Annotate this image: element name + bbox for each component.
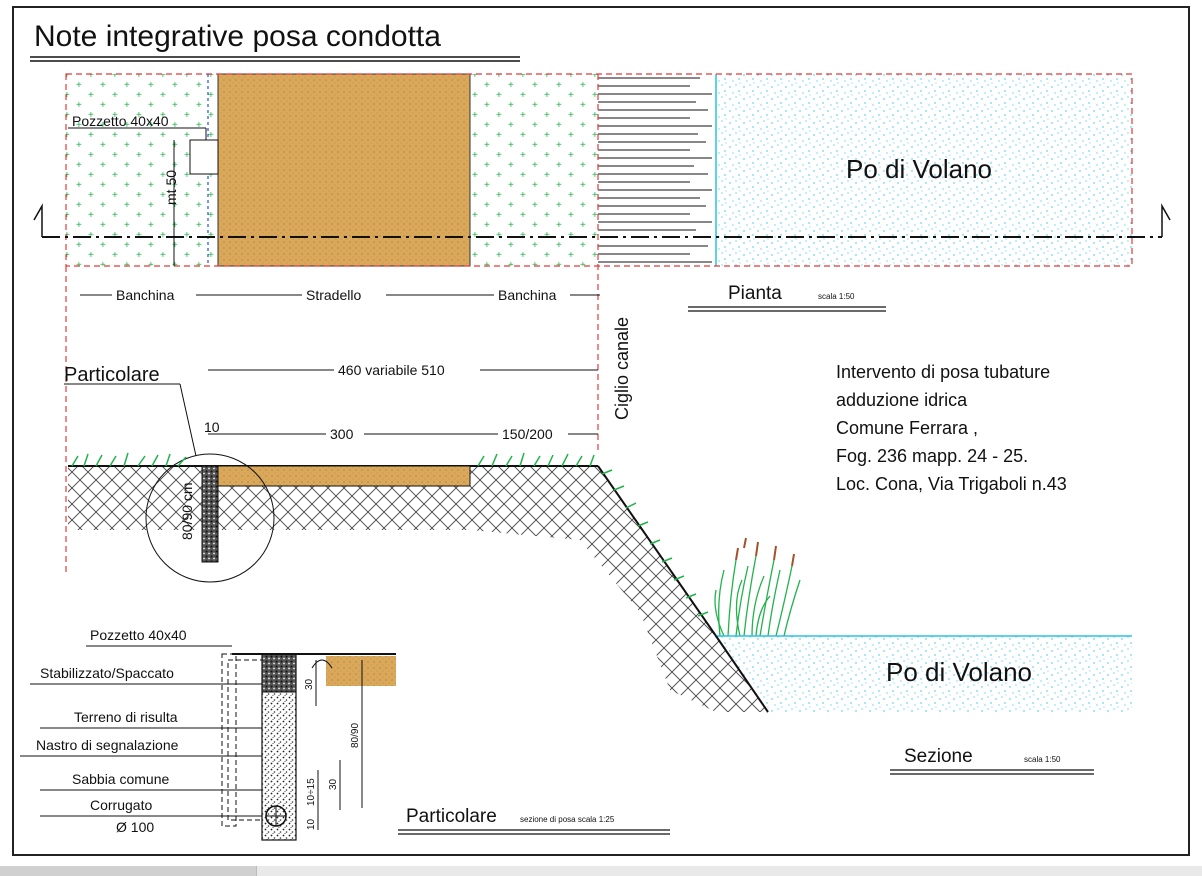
section-trench xyxy=(201,465,219,563)
depth-label: 80/90 cm xyxy=(179,482,195,540)
mt50-label: mt 50 xyxy=(163,170,179,205)
drawing-title: Note integrative posa condotta xyxy=(34,20,441,53)
detail-road-layer xyxy=(326,656,396,686)
plan-caption-scale: scala 1:50 xyxy=(818,292,855,301)
dim-10-label: 10 xyxy=(204,419,220,435)
detail-view: 30 80/90 30 10÷15 10 xyxy=(221,653,396,841)
particolare-leader xyxy=(179,383,197,457)
detail-terreno-label: Terreno di risulta xyxy=(74,709,178,725)
detail-diameter-label: Ø 100 xyxy=(116,819,154,835)
section-stradello xyxy=(217,465,471,487)
detail-labels: Pozzetto 40x40 Stabilizzato/Spaccato Ter… xyxy=(20,627,262,835)
detail-stabilizzato-label: Stabilizzato/Spaccato xyxy=(40,665,174,681)
note-line-2: adduzione idrica xyxy=(836,390,968,410)
section-caption: Sezione xyxy=(904,746,973,767)
drawing-frame xyxy=(12,6,1190,856)
bottom-strip xyxy=(0,866,1202,876)
section-river-label: Po di Volano xyxy=(886,657,1032,687)
detail-pozzetto-outline xyxy=(221,653,237,827)
section-river-area xyxy=(716,636,1132,712)
dim-150-200-label: 150/200 xyxy=(502,426,553,442)
note-line-4: Fog. 236 mapp. 24 - 25. xyxy=(836,446,1028,466)
dim-300-label: 300 xyxy=(330,426,354,442)
detail-caption-scale: sezione di posa scala 1:25 xyxy=(520,815,615,824)
section-caption-scale: scala 1:50 xyxy=(1024,755,1061,764)
detail-nastro-label: Nastro di segnalazione xyxy=(36,737,179,753)
bottom-strip-segment xyxy=(0,866,257,876)
detail-dim-10: 10 xyxy=(306,818,317,830)
section-bank-slope xyxy=(597,465,717,637)
detail-dim-80-90: 80/90 xyxy=(350,723,361,748)
detail-sabbia-label: Sabbia comune xyxy=(72,771,170,787)
particolare-label: Particolare xyxy=(64,364,160,386)
plan-pozzetto xyxy=(189,139,219,175)
detail-corrugato-label: Corrugato xyxy=(90,797,152,813)
banchina-right-label: Banchina xyxy=(498,287,557,303)
note-line-1: Intervento di posa tubature xyxy=(836,362,1050,382)
plan-view: Pozzetto 40x40 mt 50 Po di Volano xyxy=(33,73,1171,575)
plan-bank-hatching xyxy=(598,77,712,263)
plan-river-area xyxy=(716,74,1132,266)
section-grass xyxy=(71,452,709,617)
stradello-label: Stradello xyxy=(306,287,361,303)
detail-dim-30a: 30 xyxy=(304,678,315,690)
detail-pozzetto-label: Pozzetto 40x40 xyxy=(90,627,187,643)
detail-stabilizzato-layer xyxy=(261,653,297,693)
note-line-5: Loc. Cona, Via Trigaboli n.43 xyxy=(836,474,1067,494)
project-notes: Intervento di posa tubature adduzione id… xyxy=(836,362,1067,494)
section-soil xyxy=(68,466,768,712)
reeds xyxy=(714,555,801,637)
plan-river-label: Po di Volano xyxy=(846,154,992,184)
plan-caption: Pianta xyxy=(728,283,782,304)
plan-stradello xyxy=(217,73,471,267)
plan-boundary xyxy=(65,73,1133,267)
detail-dim-30b: 30 xyxy=(328,778,339,790)
banchina-left-label: Banchina xyxy=(116,287,175,303)
section-arrow-right xyxy=(1161,203,1171,237)
particolare-circle xyxy=(145,453,275,583)
section-arrow-left xyxy=(33,203,43,237)
plan-banchina-right xyxy=(470,74,598,266)
reed-heads xyxy=(735,537,795,567)
ciglio-canale-label: Ciglio canale xyxy=(612,317,632,420)
note-line-3: Comune Ferrara , xyxy=(836,418,978,438)
plan-pozzetto-label: Pozzetto 40x40 xyxy=(72,113,169,129)
total-dimension-label: 460 variabile 510 xyxy=(338,362,445,378)
detail-dim-10-15: 10÷15 xyxy=(306,778,317,806)
detail-caption: Particolare xyxy=(406,806,497,827)
